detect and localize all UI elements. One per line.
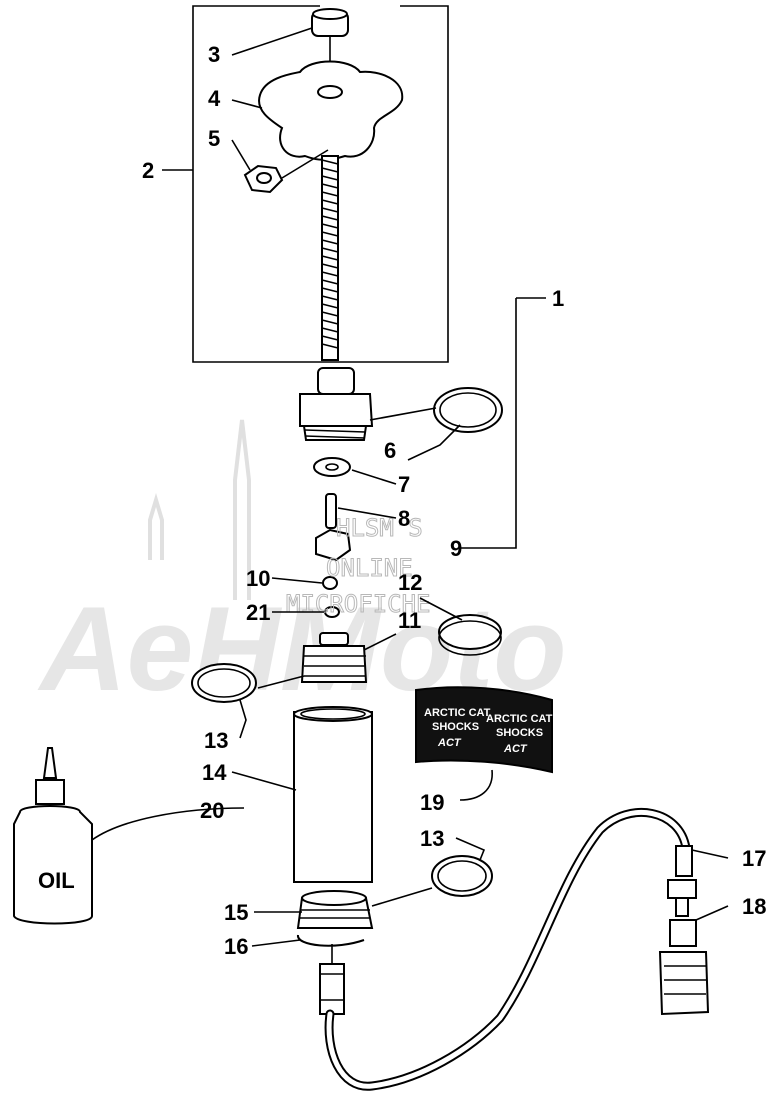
decal-left-logo: ACT: [437, 737, 462, 749]
spring-part-10: [322, 576, 338, 590]
leader-13a: [257, 675, 305, 689]
callout-5: 5: [208, 126, 220, 151]
callout-13-upper: 13: [204, 728, 228, 753]
callout-20: 20: [200, 798, 224, 823]
callout-21: 21: [246, 600, 270, 625]
o-ring-part-21: [324, 606, 340, 618]
watermark-line1: HLSM'S: [336, 514, 423, 542]
watermark-line2: ONLINE: [326, 554, 413, 582]
o-ring-13-lower-inner: [437, 860, 487, 892]
threaded-rod: [321, 155, 339, 361]
o-ring-part-13-lower: [431, 855, 493, 897]
watermark-skyline: [148, 419, 251, 600]
cap-part-3: [311, 8, 349, 37]
decal-left-line2: SHOCKS: [432, 721, 479, 733]
callout-18: 18: [742, 894, 766, 919]
callout-3: 3: [208, 42, 220, 67]
callout-1: 1: [552, 286, 564, 311]
leader-6a: [369, 407, 437, 421]
clip-part-16: [297, 934, 365, 947]
decal-right-line1: ARCTIC CAT: [486, 713, 553, 725]
callout-8: 8: [398, 506, 410, 531]
callout-leaders: [91, 27, 729, 947]
washer-hole: [325, 463, 339, 471]
adapter-body: [299, 367, 374, 441]
decal-right-logo: ACT: [503, 743, 528, 755]
callout-14: 14: [202, 760, 227, 785]
callout-4: 4: [208, 86, 221, 111]
hose-part-17: [324, 807, 691, 1091]
callout-15: 15: [224, 900, 248, 925]
decal-part-19: ARCTIC CAT SHOCKS ACT ARCTIC CAT SHOCKS …: [415, 686, 553, 774]
pin-part-8: [325, 493, 337, 529]
hose-fitting: [319, 963, 345, 1015]
callout-6: 6: [384, 438, 396, 463]
callout-11: 11: [398, 608, 421, 633]
callout-7: 7: [398, 472, 410, 497]
coupler-part-18: [658, 879, 710, 1016]
decal-left-line1: ARCTIC CAT: [424, 707, 491, 719]
o-ring-part-6: [433, 387, 503, 433]
leader-nut: [281, 149, 329, 179]
o-ring-inner: [439, 392, 497, 428]
callout-12: 12: [398, 570, 422, 595]
callout-19: 19: [420, 790, 444, 815]
nut-part-9: [315, 528, 352, 562]
hose-inner: [326, 809, 689, 1089]
leader-13b: [371, 887, 433, 907]
watermark-line3: MICROFICHE: [286, 590, 431, 618]
washer-part-7: [313, 457, 351, 477]
callout-10: 10: [246, 566, 270, 591]
callout-9: 9: [450, 536, 462, 561]
bottle-label: OIL: [38, 868, 75, 893]
callout-16: 16: [224, 934, 248, 959]
group-bracket-1: [460, 298, 517, 549]
piston-part-11: [300, 632, 368, 683]
callout-13-lower: 13: [420, 826, 444, 851]
callout-17: 17: [742, 846, 766, 871]
callout-2: 2: [142, 158, 154, 183]
decal-right-line2: SHOCKS: [496, 727, 543, 739]
hose-end-fitting: [675, 845, 693, 877]
o-ring-part-13-upper: [191, 663, 257, 703]
oil-bottle-part-20: OIL: [13, 747, 93, 925]
base-part-15: [296, 890, 374, 929]
star-knob-part-4: [258, 60, 404, 161]
hex-nut-part-5: [243, 164, 284, 194]
cylinder-part-14: [293, 706, 373, 883]
group-bracket-2: [192, 5, 449, 363]
split-ring-part-12: [438, 614, 502, 656]
o-ring-13-inner: [197, 668, 251, 698]
